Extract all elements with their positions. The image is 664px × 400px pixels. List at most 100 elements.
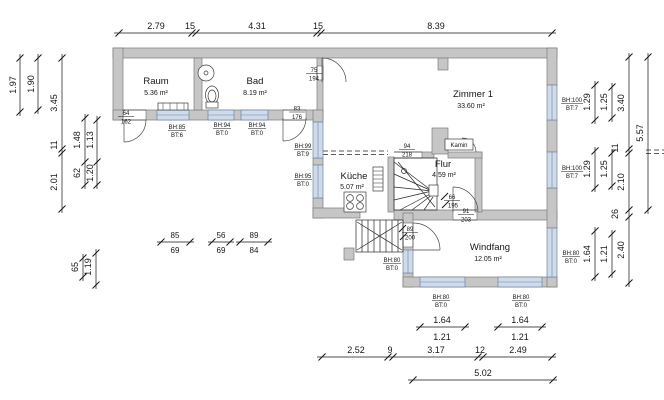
door-label-wfflur-h: 203 <box>461 218 472 224</box>
room-area-bad: 8.19 m² <box>243 90 267 97</box>
window-label-bad2-bt: BT:0 <box>251 131 264 137</box>
dim-bw2-t: 1.64 <box>511 315 529 325</box>
radiator-raum-icon <box>157 102 189 111</box>
door-label-badzimmer-h: 194 <box>309 77 320 83</box>
kamin-label-box <box>444 138 474 151</box>
room-name-zimmer1: Zimmer 1 <box>453 89 493 100</box>
door-label-wfflur-w: 91 <box>463 209 470 215</box>
door-label-bad-w: 83 <box>294 107 301 113</box>
door-label-flurpass-w: 66 <box>449 195 456 201</box>
dim-left-c: 3.45 <box>49 94 59 112</box>
wall-east-b <box>546 119 558 153</box>
dim-right-j: 5.57 <box>635 124 645 142</box>
window-label-raum-bh: BH:85 <box>169 125 186 131</box>
dim-mid1-b: 69 <box>217 246 226 255</box>
room-area-raum: 5.36 m² <box>144 90 168 97</box>
window-label-wfb2-bh: BH:80 <box>513 295 530 301</box>
stair-interior <box>393 157 439 211</box>
door-arc-bad <box>282 117 307 142</box>
dim-left-h: 1.13 <box>85 131 95 149</box>
dim-top-3: 15 <box>313 21 323 31</box>
dim-right-k: 1.64 <box>582 245 592 263</box>
stair-exterior <box>355 219 404 253</box>
window-label-bad1-bt: BT:0 <box>216 131 229 137</box>
room-area-windfang: 12.05 m² <box>474 256 502 263</box>
dim-mid0-b: 69 <box>171 246 180 255</box>
dim-mid2-t: 89 <box>250 231 259 240</box>
dim-right-l: 1.21 <box>599 245 609 263</box>
dim-left-b: 1.90 <box>26 75 36 93</box>
door-swings <box>123 57 479 251</box>
window-label-wfb1-bh: BH:80 <box>433 295 450 301</box>
window-label-bad1-bh: BH:94 <box>214 123 231 129</box>
wall-windfang-top <box>476 209 558 221</box>
window-labels: BH:85 BT:6 BH:94 BT:0 BH:94 BT:0 BH:99 B… <box>168 98 583 309</box>
door-arc-bad-zimmer <box>321 57 347 83</box>
wall-raum-bottom-corner <box>112 109 124 121</box>
window-label-wfb1-bt: BT:0 <box>435 303 448 309</box>
stair-post <box>428 184 439 197</box>
window-label-east2-bh: BH:100 <box>562 166 583 172</box>
door-label-raum-w: 64 <box>123 111 130 117</box>
window-label-eastwf-bt: BT:0 <box>565 259 578 265</box>
door-label-flurtop-h: 218 <box>402 153 413 159</box>
dim-right-i: 2.40 <box>616 241 626 259</box>
dim-right-f: 11 <box>610 143 620 152</box>
wall-flur-top-right <box>447 151 483 159</box>
wall-kueche-bottom <box>312 207 361 219</box>
room-name-raum: Raum <box>143 76 168 87</box>
window-label-west1-bt: BT:9 <box>297 152 310 158</box>
wall-windfang-left-a <box>402 212 414 224</box>
wall-east <box>546 47 558 86</box>
door-arc-windfang-entry <box>412 222 441 251</box>
dim-left-g: 62 <box>72 168 82 178</box>
door-labels: 64 162 75 194 83 176 94 218 66 195 91 20… <box>118 68 474 242</box>
dim-right-g: 2.10 <box>616 173 626 191</box>
door-label-raum-h: 162 <box>121 120 132 126</box>
wall-top <box>112 47 558 59</box>
dim-bot-total: 5.02 <box>474 368 492 378</box>
dim-right-e: 3.40 <box>616 94 626 112</box>
fixtures <box>157 64 474 213</box>
dim-bw1-b: 1.21 <box>433 332 451 342</box>
dim-right-d: 1.25 <box>599 160 609 178</box>
room-area-kueche: 5.07 m² <box>340 184 364 191</box>
dim-bot-4: 2.49 <box>509 345 527 355</box>
dim-bot-3: 12 <box>475 345 485 355</box>
door-label-flurtop-w: 94 <box>404 144 411 150</box>
wall-kueche-flur-divider <box>387 156 395 213</box>
dim-right-c: 1.29 <box>582 160 592 178</box>
room-name-kueche: Küche <box>341 171 368 182</box>
door-label-wfentry-h: 200 <box>405 236 416 242</box>
dim-right-h: 26 <box>610 209 620 219</box>
door-arc-raum <box>123 119 147 143</box>
window-label-west2-bh: BH:95 <box>295 174 312 180</box>
dim-mid0-t: 85 <box>171 231 180 240</box>
room-name-windfang: Windfang <box>470 242 510 253</box>
room-area-zimmer1: 33.60 m² <box>457 103 485 110</box>
dim-left-j: 65 <box>70 262 80 272</box>
wall-raum-bad-divider <box>193 57 203 111</box>
dim-bw1-t: 1.64 <box>433 315 451 325</box>
door-arc-windfang-flur <box>452 186 479 213</box>
window-label-east1-bt: BT:7 <box>566 106 579 112</box>
dim-left-e: 2.01 <box>49 173 59 191</box>
dim-left-d: 11 <box>49 140 59 149</box>
window-label-raum-bt: BT:6 <box>171 133 184 139</box>
window-label-wfleft-bt: BT:0 <box>386 266 399 272</box>
dim-top-0: 2.79 <box>147 21 165 31</box>
dim-bot-2: 3.17 <box>427 345 445 355</box>
window-label-wfleft-bh: BH:80 <box>384 258 401 264</box>
wall-stair-stub <box>343 247 355 261</box>
door-label-wfentry-w: 89 <box>407 227 414 233</box>
dim-bot-0: 2.52 <box>347 345 365 355</box>
dimension-lines <box>16 29 652 384</box>
wall-west <box>312 109 324 123</box>
dim-bw2-b: 1.21 <box>511 332 529 342</box>
door-label-badzimmer-w: 75 <box>311 68 318 74</box>
dim-left-f: 1.48 <box>72 131 82 149</box>
window-label-eastwf-bh: BH:80 <box>563 251 580 257</box>
window-label-east2-bt: BT:7 <box>566 174 579 180</box>
wall-east-c <box>546 187 558 229</box>
